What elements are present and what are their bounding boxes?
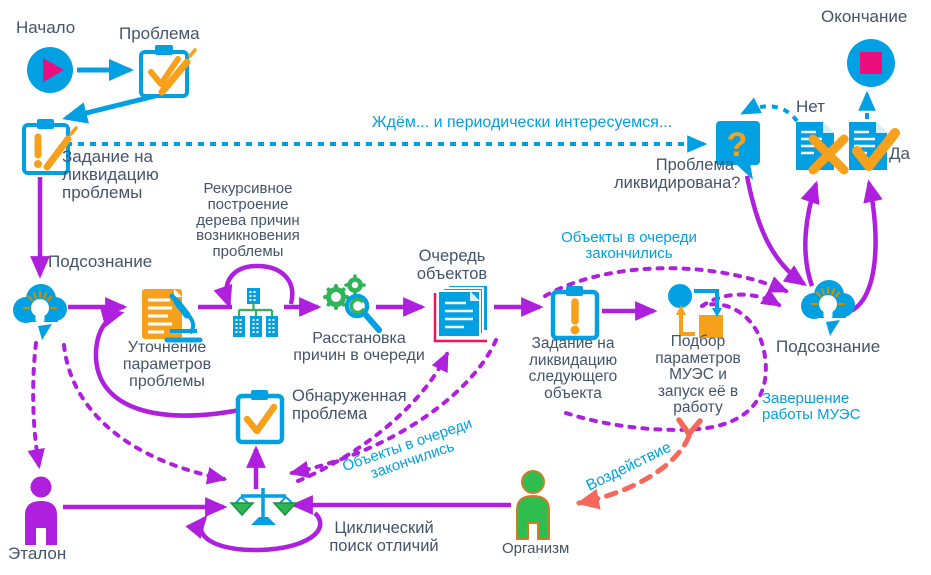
arrow-question-to-subconscious [744, 175, 807, 287]
clipboard-pencil-check-icon [139, 45, 197, 98]
dashed-subconscious-to-etalon [27, 341, 45, 470]
question-glyph: ? [727, 126, 748, 164]
arrow-subconscious-to-yes [847, 179, 883, 315]
arrow-subconscious-to-no [800, 180, 820, 287]
dashed-mues-to-subconscious [700, 288, 782, 308]
document-check-icon [847, 120, 900, 172]
recursive-loop-arrow [213, 263, 295, 309]
person-icon [516, 470, 550, 540]
cloud-lightbulb-icon [11, 282, 69, 342]
arrow-no-to-question [740, 97, 804, 133]
documents-stack-icon [433, 284, 489, 343]
swap-circle-square-icon [668, 284, 723, 338]
document-microscope-icon [142, 289, 203, 343]
dashed-queue-empty-to-scales [288, 338, 498, 479]
impact-fork-icon [676, 417, 703, 437]
impact-arrow [576, 433, 692, 510]
cloud-lightbulb-icon [799, 278, 857, 338]
arrow-found-problem-to-refine [93, 308, 241, 418]
scales-icon [229, 488, 298, 525]
gears-magnifier-icon [323, 274, 382, 333]
dashed-subconscious-to-scales [62, 343, 228, 485]
clipboard-check-icon [235, 390, 285, 445]
arrow-problem-to-task [62, 93, 156, 124]
dashed-mues-loop [564, 302, 768, 432]
clipboard-pencil-exclamation-icon [22, 119, 78, 175]
person-icon [25, 476, 57, 545]
question-bubble-icon: ? [716, 121, 760, 180]
hierarchy-tree-icon [233, 288, 278, 337]
dashed-queue-empty-to-subconscious [543, 266, 789, 298]
cyclic-loop-arrow [185, 511, 323, 553]
dashed-found-to-queue [296, 351, 449, 483]
clipboard-exclamation-icon [550, 286, 600, 341]
document-cross-icon [794, 120, 849, 175]
play-circle-icon [27, 47, 73, 93]
stop-circle-icon [847, 39, 895, 87]
